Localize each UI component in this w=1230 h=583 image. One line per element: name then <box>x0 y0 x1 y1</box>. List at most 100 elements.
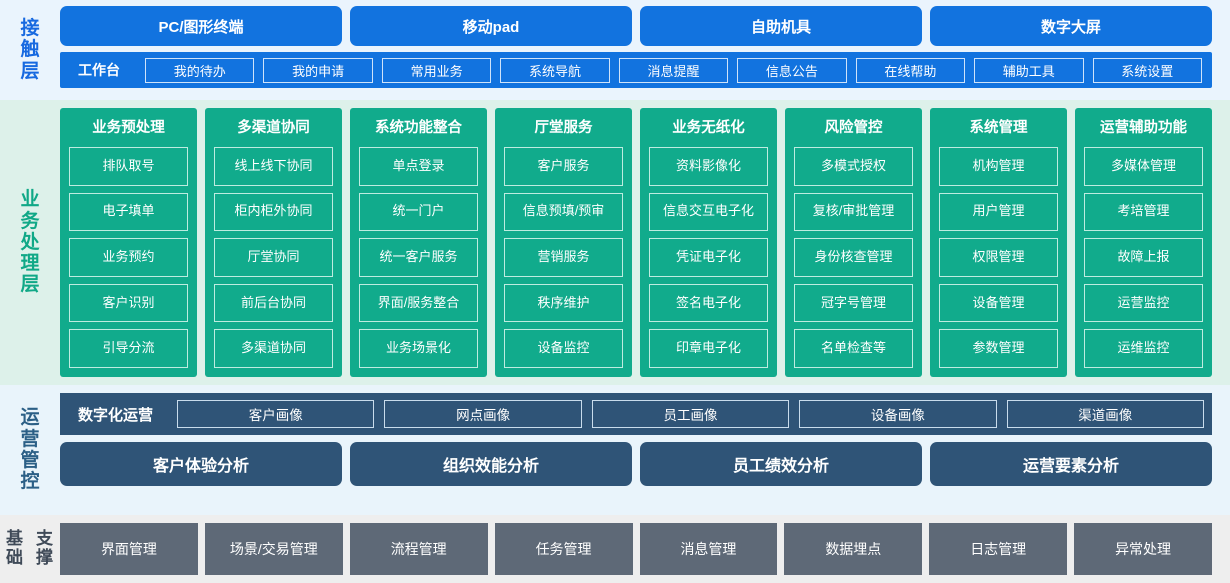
portrait-channel[interactable]: 渠道画像 <box>1006 400 1204 428</box>
business-item[interactable]: 运营监控 <box>1084 283 1203 323</box>
business-item[interactable]: 资料影像化 <box>649 147 768 186</box>
business-item[interactable]: 运维监控 <box>1084 329 1203 368</box>
business-column-title: 业务预处理 <box>92 120 165 136</box>
business-item[interactable]: 多模式授权 <box>794 147 913 186</box>
channel-chip-digital-screen[interactable]: 数字大屏 <box>930 6 1212 46</box>
business-column-title: 厅堂服务 <box>534 120 593 136</box>
channel-chip-mobile-pad[interactable]: 移动pad <box>350 6 632 46</box>
workbench-item-label: 消息提醒 <box>647 63 700 79</box>
channel-chip-self-service[interactable]: 自助机具 <box>640 6 922 46</box>
portrait-employee[interactable]: 员工画像 <box>591 400 790 428</box>
base-item-data-tracking[interactable]: 数据埋点 <box>784 523 923 575</box>
business-item[interactable]: 凭证电子化 <box>649 238 768 277</box>
business-item[interactable]: 信息交互电子化 <box>649 192 768 232</box>
portrait-device[interactable]: 设备画像 <box>799 400 997 428</box>
business-item[interactable]: 设备管理 <box>939 283 1058 323</box>
analysis-org-efficiency[interactable]: 组织效能分析 <box>350 442 632 486</box>
base-item-scene-transaction[interactable]: 场景/交易管理 <box>204 523 343 575</box>
business-item[interactable]: 用户管理 <box>939 192 1058 232</box>
analysis-customer-experience[interactable]: 客户体验分析 <box>60 442 342 486</box>
workbench-item-system-settings[interactable]: 系统设置 <box>1092 57 1202 83</box>
portrait-label: 设备画像 <box>870 408 925 423</box>
workbench-item-my-application[interactable]: 我的申请 <box>263 57 373 83</box>
business-column-title: 运营辅助功能 <box>1100 120 1187 136</box>
workbench-item-online-help[interactable]: 在线帮助 <box>855 57 966 83</box>
business-column-system-management: 系统管理 机构管理 用户管理 权限管理 设备管理 参数管理 <box>930 108 1067 377</box>
business-item[interactable]: 营销服务 <box>504 238 623 277</box>
business-item[interactable]: 身份核查管理 <box>794 238 913 277</box>
business-item[interactable]: 印章电子化 <box>649 329 768 368</box>
base-item-message-management[interactable]: 消息管理 <box>639 523 778 575</box>
analysis-employee-performance[interactable]: 员工绩效分析 <box>640 442 922 486</box>
workbench-item-common-business[interactable]: 常用业务 <box>381 57 492 83</box>
portrait-branch[interactable]: 网点画像 <box>384 400 582 428</box>
base-item-process-management[interactable]: 流程管理 <box>349 523 488 575</box>
analysis-label: 运营要素分析 <box>1022 458 1119 475</box>
base-item-label: 数据埋点 <box>825 541 882 557</box>
base-item-label: 日志管理 <box>970 541 1027 557</box>
workbench-item-announcement[interactable]: 信息公告 <box>737 57 847 83</box>
workbench-item-my-todo[interactable]: 我的待办 <box>145 57 255 83</box>
workbench-item-system-nav[interactable]: 系统导航 <box>500 57 610 83</box>
business-item[interactable]: 线上线下协同 <box>214 147 333 186</box>
business-item[interactable]: 引导分流 <box>69 329 188 368</box>
business-item[interactable]: 前后台协同 <box>214 283 333 323</box>
business-item[interactable]: 界面/服务整合 <box>359 283 478 323</box>
base-item-log-management[interactable]: 日志管理 <box>929 523 1068 575</box>
portrait-customer[interactable]: 客户画像 <box>177 400 375 428</box>
business-item[interactable]: 设备监控 <box>504 329 623 368</box>
channel-chip-pc[interactable]: PC/图形终端 <box>60 6 342 46</box>
business-item[interactable]: 多媒体管理 <box>1084 147 1203 186</box>
base-layer-band: 基础 支撑 界面管理 场景/交易管理 流程管理 任务管理 消息管理 数据埋点 <box>0 515 1230 583</box>
business-item[interactable]: 故障上报 <box>1084 238 1203 277</box>
business-item[interactable]: 机构管理 <box>939 147 1058 186</box>
workbench-row: 工作台 我的待办 我的申请 常用业务 系统导航 消息提醒 信息公告 <box>60 52 1212 88</box>
workbench-item-label: 信息公告 <box>765 63 818 79</box>
business-item[interactable]: 厅堂协同 <box>214 238 333 277</box>
business-item[interactable]: 参数管理 <box>939 329 1058 368</box>
business-column-multichannel: 多渠道协同 线上线下协同 柜内柜外协同 厅堂协同 前后台协同 多渠道协同 <box>205 108 342 377</box>
business-item[interactable]: 单点登录 <box>359 147 478 186</box>
workbench-item-message-alert[interactable]: 消息提醒 <box>618 57 729 83</box>
contact-layer-label-text: 接触层 <box>20 18 41 82</box>
base-item-label: 异常处理 <box>1115 541 1172 557</box>
business-item[interactable]: 统一门户 <box>359 192 478 232</box>
business-item[interactable]: 业务场景化 <box>359 329 478 368</box>
analysis-label: 客户体验分析 <box>152 458 249 475</box>
business-column-title: 风险管控 <box>824 120 883 136</box>
analysis-operation-factors[interactable]: 运营要素分析 <box>930 442 1212 486</box>
base-item-label: 流程管理 <box>390 541 447 557</box>
business-item[interactable]: 统一客户服务 <box>359 238 478 277</box>
workbench-item-aux-tools[interactable]: 辅助工具 <box>974 57 1084 83</box>
business-item[interactable]: 秩序维护 <box>504 283 623 323</box>
business-item[interactable]: 权限管理 <box>939 238 1058 277</box>
business-column-paperless: 业务无纸化 资料影像化 信息交互电子化 凭证电子化 签名电子化 印章电子化 <box>640 108 777 377</box>
digital-operations-row: 数字化运营 客户画像 网点画像 员工画像 设备画像 渠道画像 <box>60 393 1212 435</box>
base-item-ui-management[interactable]: 界面管理 <box>60 523 198 575</box>
base-item-exception-handling[interactable]: 异常处理 <box>1074 523 1212 575</box>
ops-layer-label: 运营管控 <box>0 393 60 507</box>
channel-label: PC/图形终端 <box>158 18 244 36</box>
business-column-title: 系统管理 <box>969 120 1028 136</box>
business-item[interactable]: 柜内柜外协同 <box>214 192 333 232</box>
business-item[interactable]: 业务预约 <box>69 238 188 277</box>
base-item-label: 消息管理 <box>680 541 737 557</box>
business-item[interactable]: 复核/审批管理 <box>794 192 913 232</box>
business-item[interactable]: 电子填单 <box>69 192 188 232</box>
business-item[interactable]: 客户服务 <box>504 147 623 186</box>
workbench-title: 工作台 <box>78 62 120 78</box>
base-layer-label-line1: 基础 <box>6 529 24 567</box>
business-item[interactable]: 排队取号 <box>69 147 188 186</box>
business-item[interactable]: 信息预填/预审 <box>504 192 623 232</box>
business-item[interactable]: 客户识别 <box>69 283 188 323</box>
portrait-label: 网点画像 <box>456 408 511 423</box>
contact-layer-label: 接触层 <box>0 6 60 94</box>
business-item[interactable]: 考培管理 <box>1084 192 1203 232</box>
base-item-label: 界面管理 <box>100 541 157 557</box>
business-item[interactable]: 名单检查等 <box>794 329 913 368</box>
business-item[interactable]: 冠字号管理 <box>794 283 913 323</box>
business-item[interactable]: 签名电子化 <box>649 283 768 323</box>
base-item-task-management[interactable]: 任务管理 <box>494 523 633 575</box>
business-item[interactable]: 多渠道协同 <box>214 329 333 368</box>
workbench-item-label: 辅助工具 <box>1002 63 1055 79</box>
